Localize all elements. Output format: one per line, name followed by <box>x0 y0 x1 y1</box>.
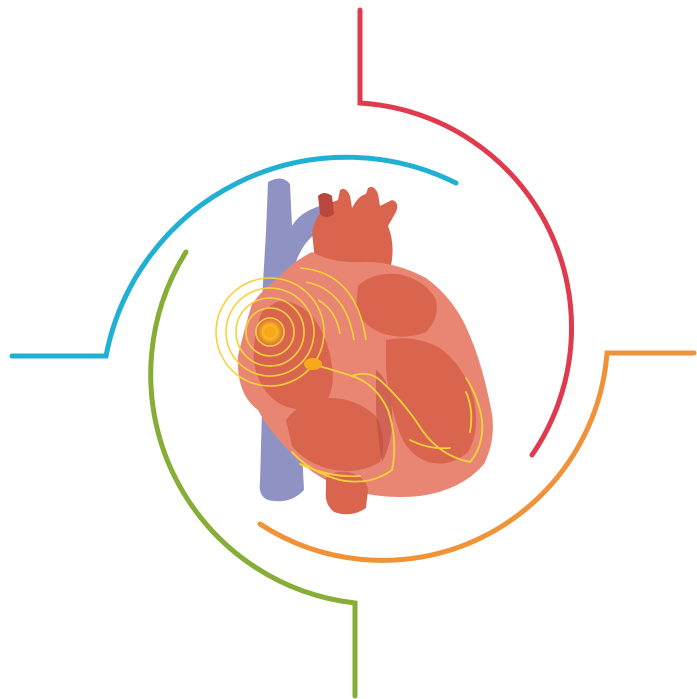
pulmonary-branch <box>318 193 334 217</box>
av-node <box>304 358 322 370</box>
sa-node-core <box>264 326 276 338</box>
heart-illustration <box>216 178 493 514</box>
